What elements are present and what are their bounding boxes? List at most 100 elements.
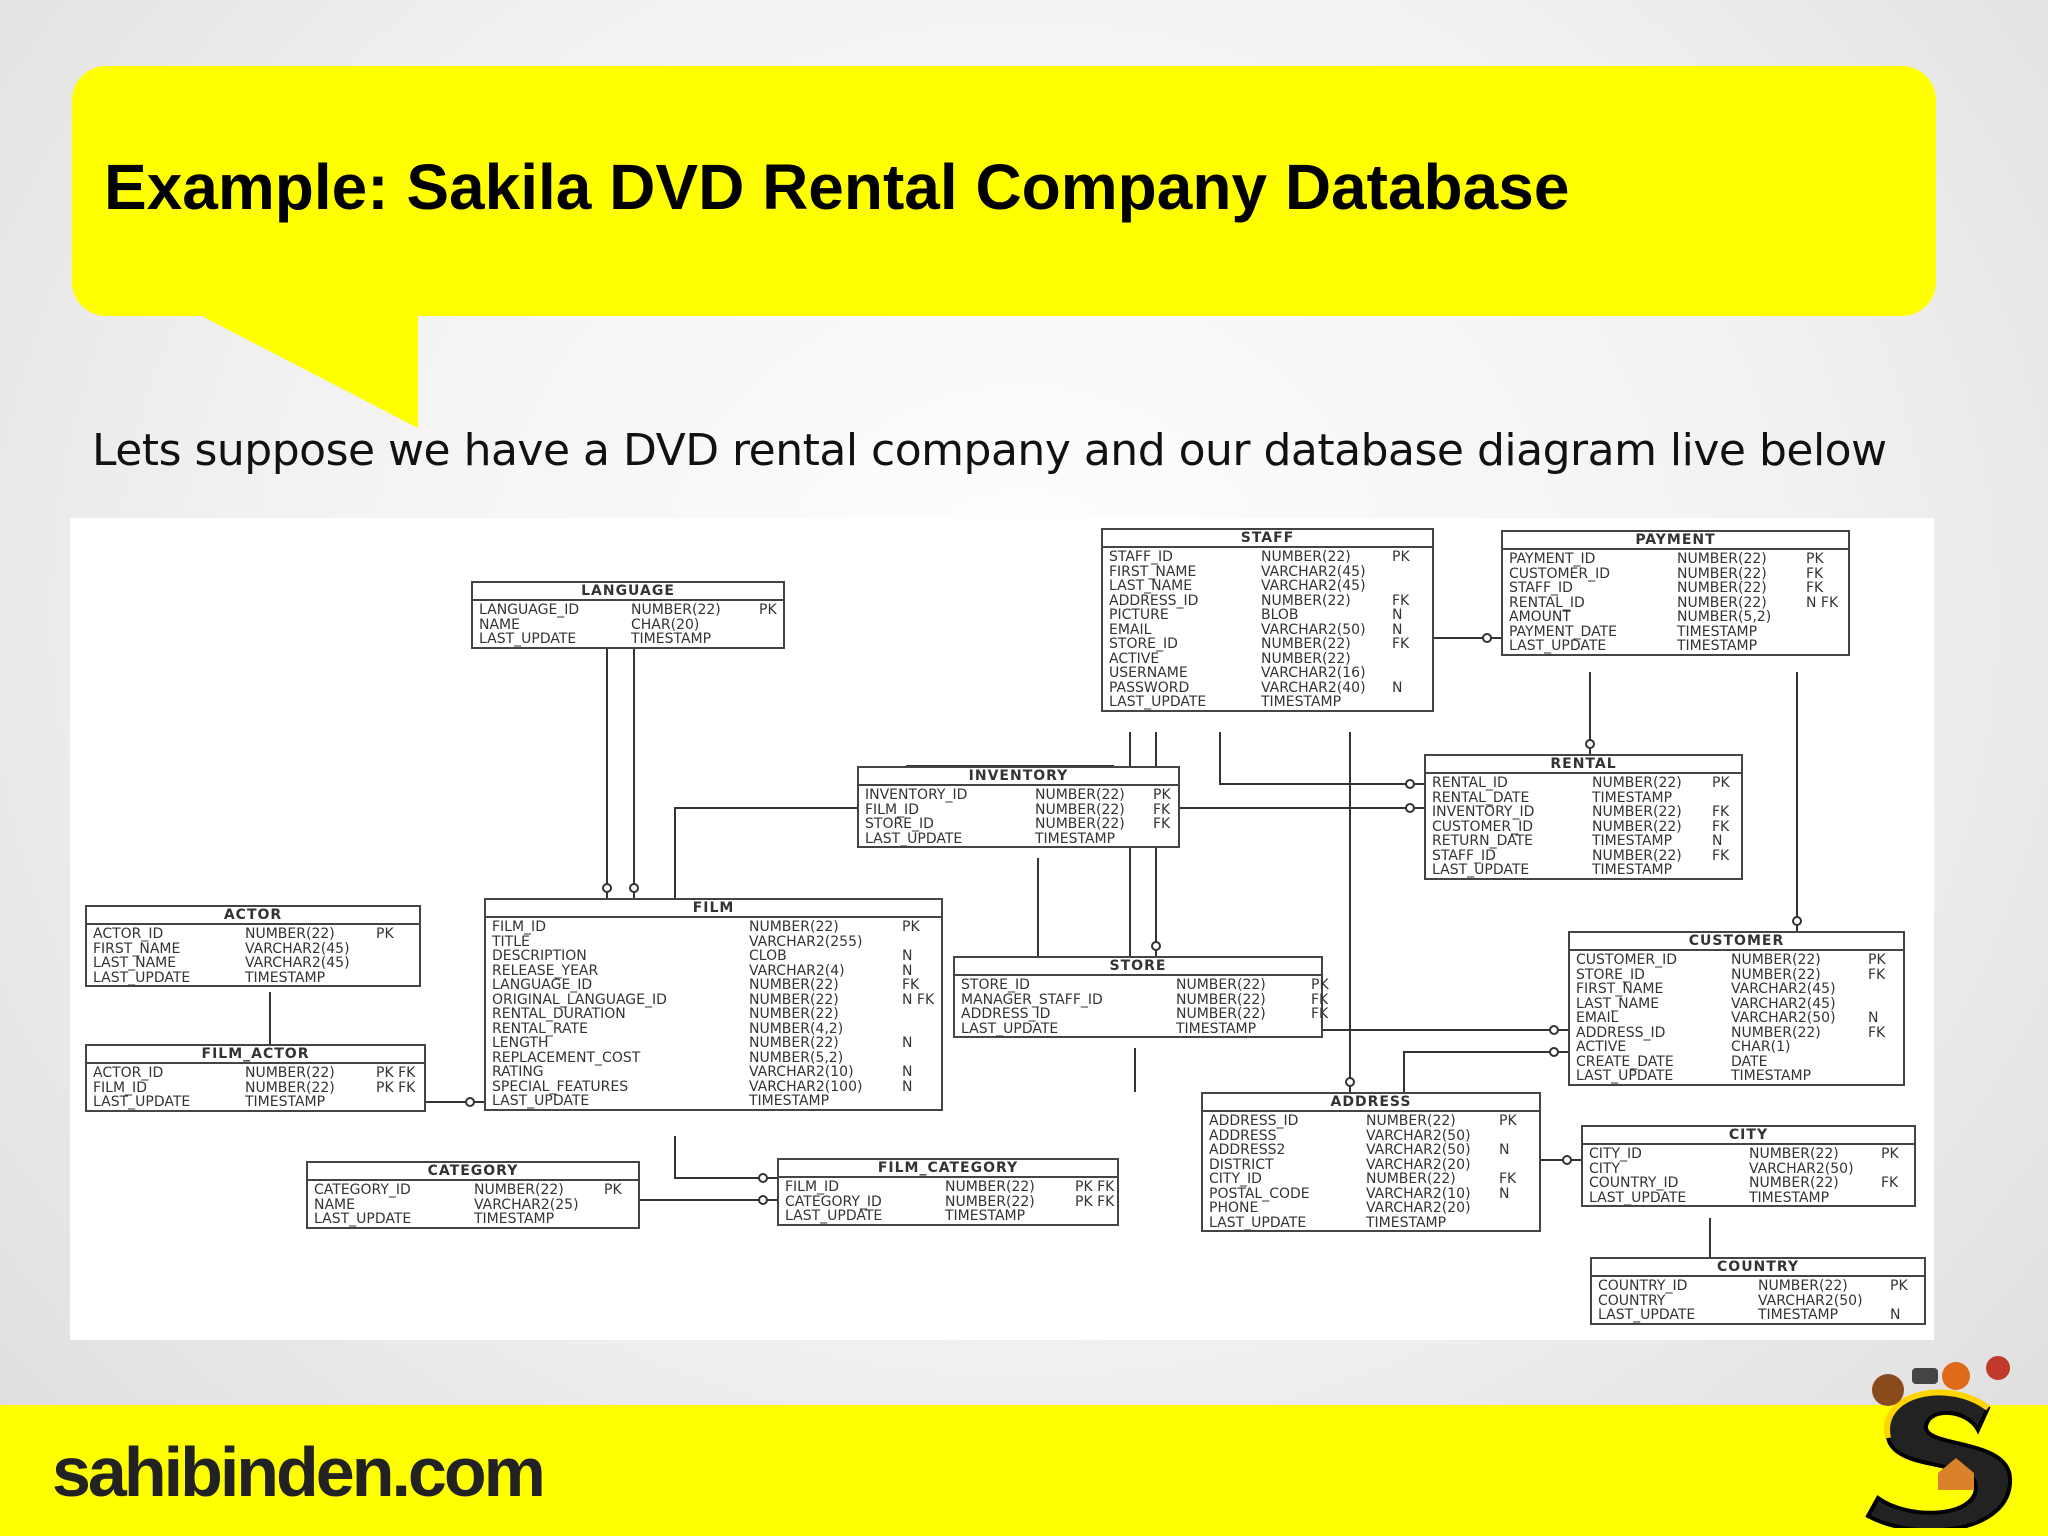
column-type: TIMESTAMP <box>749 1093 830 1109</box>
column-key <box>1868 1055 1901 1070</box>
column-type: NUMBER(22) <box>945 1193 1035 1210</box>
column-key <box>376 1095 422 1110</box>
column-type: TIMESTAMP <box>1677 638 1758 654</box>
column-type: NUMBER(22) <box>749 919 839 935</box>
column-key <box>1075 1209 1115 1224</box>
entity-header: CATEGORY <box>308 1163 638 1181</box>
column-name: INVENTORY_ID <box>1432 804 1535 820</box>
column-key: N <box>902 1035 913 1051</box>
column-key: FK <box>1153 816 1171 832</box>
column-name: DESCRIPTION <box>492 948 587 964</box>
column-type: TIMESTAMP <box>631 631 712 647</box>
column-key <box>1392 695 1430 710</box>
column-key <box>1868 1040 1901 1055</box>
column-key: PK <box>1868 952 1886 968</box>
column-name: STORE_ID <box>865 816 934 832</box>
column-name: STORE_ID <box>961 977 1030 993</box>
column-name: CATEGORY_ID <box>785 1193 882 1210</box>
entity-header: LANGUAGE <box>473 583 783 601</box>
optional-marker <box>629 883 639 893</box>
column-type: VARCHAR2(10) <box>749 1064 854 1080</box>
column-key: FK <box>1311 991 1329 1008</box>
column-key: N <box>1712 833 1723 849</box>
column-key: PK <box>902 919 920 935</box>
column-key: N <box>902 1064 913 1080</box>
column-key <box>604 1198 636 1213</box>
column-name: RETURN_DATE <box>1432 833 1533 849</box>
column-name: CITY_ID <box>1589 1146 1642 1162</box>
column-type: NUMBER(22) <box>1731 966 1821 983</box>
entity-header: CUSTOMER <box>1570 933 1903 951</box>
column-name: RATING <box>492 1064 544 1080</box>
column-name: ACTIVE <box>1109 650 1160 667</box>
column-type: TIMESTAMP <box>1677 623 1758 640</box>
column-type: NUMBER(22) <box>245 926 335 942</box>
column-key: N <box>902 948 913 964</box>
column-type: NUMBER(22) <box>1261 636 1351 652</box>
column-type: NUMBER(22) <box>1731 952 1821 968</box>
column-name: LANGUAGE_ID <box>492 977 593 993</box>
column-key: FK <box>1712 804 1730 820</box>
column-type: VARCHAR2(20) <box>1366 1156 1471 1173</box>
column-name: FIRST_NAME <box>1109 563 1197 580</box>
column-name: ADDRESS_ID <box>961 1006 1051 1022</box>
column-type: TIMESTAMP <box>1749 1189 1830 1206</box>
column-name: ADDRESS_ID <box>1209 1113 1299 1129</box>
entity-header: ADDRESS <box>1203 1094 1539 1112</box>
column-key <box>1392 652 1430 667</box>
column-name: ADDRESS2 <box>1209 1142 1286 1158</box>
column-type: TIMESTAMP <box>245 969 326 986</box>
column-name: ADDRESS_ID <box>1576 1024 1666 1041</box>
entity-header: ACTOR <box>87 907 419 925</box>
optional-marker <box>1549 1025 1559 1035</box>
column-name: DISTRICT <box>1209 1156 1274 1173</box>
column-name: FIRST_NAME <box>93 940 181 957</box>
brand-logo[interactable]: sahibinden.com <box>52 1433 546 1511</box>
column-type: TIMESTAMP <box>1366 1214 1447 1231</box>
column-name: FIRST_NAME <box>1576 981 1664 997</box>
column-type: VARCHAR2(40) <box>1261 679 1366 696</box>
column-type: NUMBER(22) <box>1176 977 1266 993</box>
column-type: NUMBER(5,2) <box>749 1049 844 1066</box>
column-row: LAST_UPDATE TIMESTAMP <box>1509 639 1848 654</box>
entity-header: COUNTRY <box>1592 1259 1924 1277</box>
footer-bar <box>0 1405 2048 1536</box>
column-name: LAST_NAME <box>1109 578 1193 594</box>
column-key: N <box>1890 1307 1901 1323</box>
column-name: LAST_UPDATE <box>1509 638 1607 654</box>
optional-marker <box>1585 739 1595 749</box>
column-key: PK <box>604 1182 622 1198</box>
column-name: LAST_UPDATE <box>1109 694 1207 710</box>
column-key <box>1806 610 1846 625</box>
column-name: LAST_UPDATE <box>93 969 191 986</box>
column-name: LAST_UPDATE <box>1589 1189 1687 1206</box>
column-key <box>376 971 417 986</box>
column-name: MANAGER_STAFF_ID <box>961 991 1103 1008</box>
column-type: TIMESTAMP <box>1592 789 1673 806</box>
column-key <box>902 935 939 950</box>
column-row: DISTRICT VARCHAR2(20) <box>1209 1156 1539 1173</box>
column-type: NUMBER(22) <box>1677 565 1767 582</box>
